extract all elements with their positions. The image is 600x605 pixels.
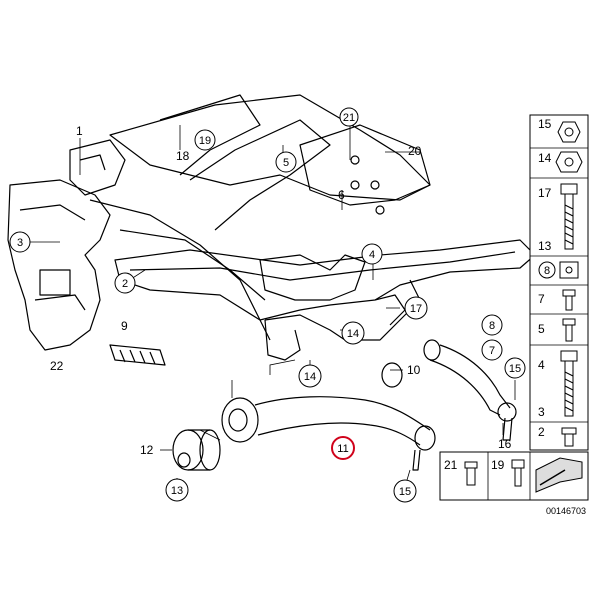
direction-arrow-icon: [535, 457, 583, 493]
bottom-hardware-box: 21 19: [439, 451, 589, 501]
callout-10: 10: [407, 363, 421, 377]
callout-11-highlighted: 11: [331, 436, 355, 460]
callout-14-low: 14: [298, 364, 322, 388]
callout-5-top: 5: [275, 151, 297, 173]
drawing-number: 00146703: [546, 506, 586, 516]
svg-text:14: 14: [304, 371, 316, 383]
clip-icon: [464, 461, 478, 469]
sidebar-item-4: 4: [538, 350, 578, 417]
callout-2: 2: [114, 272, 136, 294]
callout-7: 7: [481, 339, 503, 361]
svg-text:3: 3: [538, 405, 545, 419]
callout-22: 22: [50, 359, 64, 373]
callout-4: 4: [361, 243, 383, 265]
svg-text:20: 20: [408, 144, 422, 158]
hex-nut-icon: [555, 151, 583, 173]
callout-19-top: 19: [194, 129, 216, 151]
sidebar-item-7: 7: [538, 289, 576, 311]
hex-nut-icon: [557, 121, 581, 143]
sidebar-item-13: 13: [538, 239, 552, 253]
callout-15-bottom: 15: [393, 479, 417, 503]
svg-text:9: 9: [121, 319, 128, 333]
svg-text:21: 21: [343, 112, 355, 124]
control-arm-part-11: [221, 396, 436, 471]
svg-text:17: 17: [410, 303, 422, 315]
svg-text:15: 15: [509, 363, 521, 375]
bottom-item-19: 19: [491, 458, 525, 487]
svg-text:10: 10: [407, 363, 421, 377]
svg-text:5: 5: [283, 157, 289, 169]
svg-text:15: 15: [538, 117, 552, 131]
sidebar-item-17: 17: [538, 183, 578, 250]
svg-text:5: 5: [538, 322, 545, 336]
sidebar-item-2: 2: [538, 425, 577, 447]
sidebar-item-15: 15: [538, 117, 581, 143]
svg-text:11: 11: [337, 443, 348, 455]
svg-text:21: 21: [444, 458, 458, 472]
subframe-illustration: [7, 94, 536, 471]
callout-13-bottom: 13: [165, 478, 189, 502]
callout-12: 12: [140, 443, 154, 457]
svg-text:15: 15: [399, 486, 411, 498]
svg-text:7: 7: [538, 292, 545, 306]
svg-text:22: 22: [50, 359, 64, 373]
svg-text:19: 19: [199, 135, 211, 147]
svg-text:8: 8: [544, 265, 550, 277]
callout-20: 20: [408, 144, 422, 158]
svg-text:7: 7: [489, 345, 495, 357]
svg-text:18: 18: [176, 149, 190, 163]
svg-text:13: 13: [538, 239, 552, 253]
svg-text:3: 3: [17, 237, 23, 249]
small-bracket-part-9: [109, 344, 166, 366]
subframe-beam: [114, 239, 536, 321]
svg-text:13: 13: [171, 485, 183, 497]
svg-text:19: 19: [491, 458, 505, 472]
sidebar-item-5: 5: [538, 318, 576, 342]
clip-nut-icon: [559, 261, 579, 279]
svg-text:6: 6: [338, 188, 345, 202]
engine-mount: [7, 179, 111, 351]
bushing-part-12: [172, 429, 221, 471]
tension-strut-part-8: [423, 339, 517, 441]
callout-21-top: 21: [339, 107, 359, 127]
callout-1: 1: [76, 124, 83, 138]
callout-16: 16: [498, 437, 512, 451]
svg-text:2: 2: [122, 278, 128, 290]
callout-3: 3: [9, 231, 31, 253]
svg-text:16: 16: [498, 437, 512, 451]
callout-17: 17: [404, 296, 428, 320]
svg-text:14: 14: [538, 151, 552, 165]
svg-text:17: 17: [538, 186, 552, 200]
sidebar-item-14: 14: [538, 151, 583, 173]
svg-text:4: 4: [538, 358, 545, 372]
callout-15-right: 15: [504, 357, 526, 379]
svg-text:4: 4: [369, 249, 375, 261]
heat-shield-plate: [299, 124, 431, 206]
svg-text:12: 12: [140, 443, 154, 457]
callout-6: 6: [338, 188, 345, 202]
svg-text:2: 2: [538, 425, 545, 439]
hardware-sidebar: 15 14 17 13 8 7: [529, 114, 589, 451]
callout-9: 9: [121, 319, 128, 333]
bottom-item-21: 21: [444, 458, 478, 486]
svg-text:8: 8: [489, 320, 495, 332]
sidebar-item-8: 8: [538, 261, 579, 279]
leader-lines: [30, 125, 516, 491]
callout-18: 18: [176, 149, 190, 163]
svg-text:1: 1: [76, 124, 83, 138]
svg-text:14: 14: [347, 328, 359, 340]
rubber-pad-part-10: [381, 362, 403, 388]
callout-14-mid: 14: [341, 321, 365, 345]
callout-8: 8: [481, 314, 503, 336]
sidebar-item-3: 3: [538, 405, 545, 419]
